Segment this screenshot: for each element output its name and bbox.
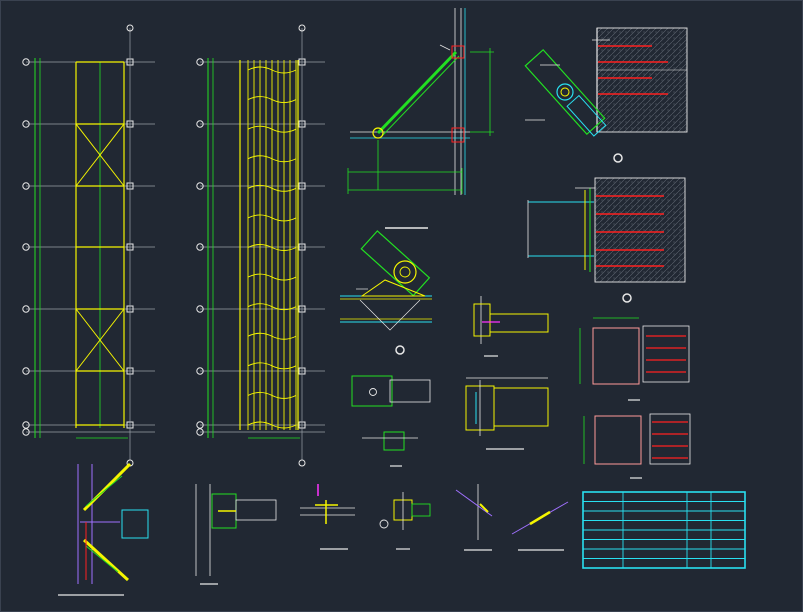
- grid-bubble: [22, 428, 30, 436]
- knee-brace-detail[interactable]: [300, 484, 355, 550]
- x-brace: [75, 123, 125, 187]
- base-plate-plans[interactable]: [579, 317, 691, 479]
- tie-arc: [247, 244, 297, 251]
- grid-bubble: [196, 182, 204, 190]
- gusset-pin-detail[interactable]: [340, 230, 432, 355]
- grid-bubble: [22, 182, 30, 190]
- grid-bubble: [22, 367, 30, 375]
- beam-splice-detail[interactable]: [465, 377, 549, 450]
- tie-arc: [247, 391, 297, 399]
- tie-arc: [247, 125, 297, 133]
- tie-arc: [247, 96, 297, 104]
- grid-bubble: [22, 243, 30, 251]
- grid-bubble: [22, 305, 30, 313]
- tie-elevation-b[interactable]: [196, 24, 325, 467]
- x-brace: [75, 308, 125, 372]
- grid-bubble: [22, 120, 30, 128]
- grid-bubble: [298, 24, 306, 32]
- tie-arc: [247, 184, 297, 192]
- column-brace-section[interactable]: [58, 462, 149, 596]
- rod-clevis-detail[interactable]: [455, 484, 493, 551]
- bracing-elevation-a[interactable]: [22, 24, 155, 467]
- grid-bubble: [196, 367, 204, 375]
- grid-bubble: [196, 421, 204, 429]
- tie-arc: [247, 214, 297, 222]
- grid-bubble: [196, 120, 204, 128]
- member-schedule-table[interactable]: [582, 491, 746, 569]
- tie-arc: [247, 362, 297, 370]
- anchor-plate-detail-upper[interactable]: [524, 27, 688, 163]
- grid-bubble: [196, 428, 204, 436]
- grid-bubble: [196, 305, 204, 313]
- tie-arc: [247, 421, 297, 429]
- grid-bubble: [196, 243, 204, 251]
- grid-bubble: [22, 421, 30, 429]
- bolt-group-detail[interactable]: [379, 492, 431, 550]
- anchor-plate-detail-lower[interactable]: [527, 177, 686, 303]
- column-base-section[interactable]: [195, 484, 277, 585]
- tie-arc: [247, 303, 297, 311]
- grid-bubble: [22, 58, 30, 66]
- turnbuckle-detail[interactable]: [511, 501, 569, 551]
- tie-arc: [247, 332, 297, 340]
- grid-bubble: [298, 459, 306, 467]
- grid-bubble: [196, 58, 204, 66]
- tie-arc: [247, 155, 297, 163]
- tie-arc: [247, 66, 297, 74]
- brace-connection-detail-1[interactable]: [347, 8, 494, 229]
- tie-arc: [247, 273, 297, 281]
- grid-bubble: [126, 24, 134, 32]
- pin-end-detail[interactable]: [351, 375, 431, 467]
- tee-connection-detail[interactable]: [473, 296, 549, 357]
